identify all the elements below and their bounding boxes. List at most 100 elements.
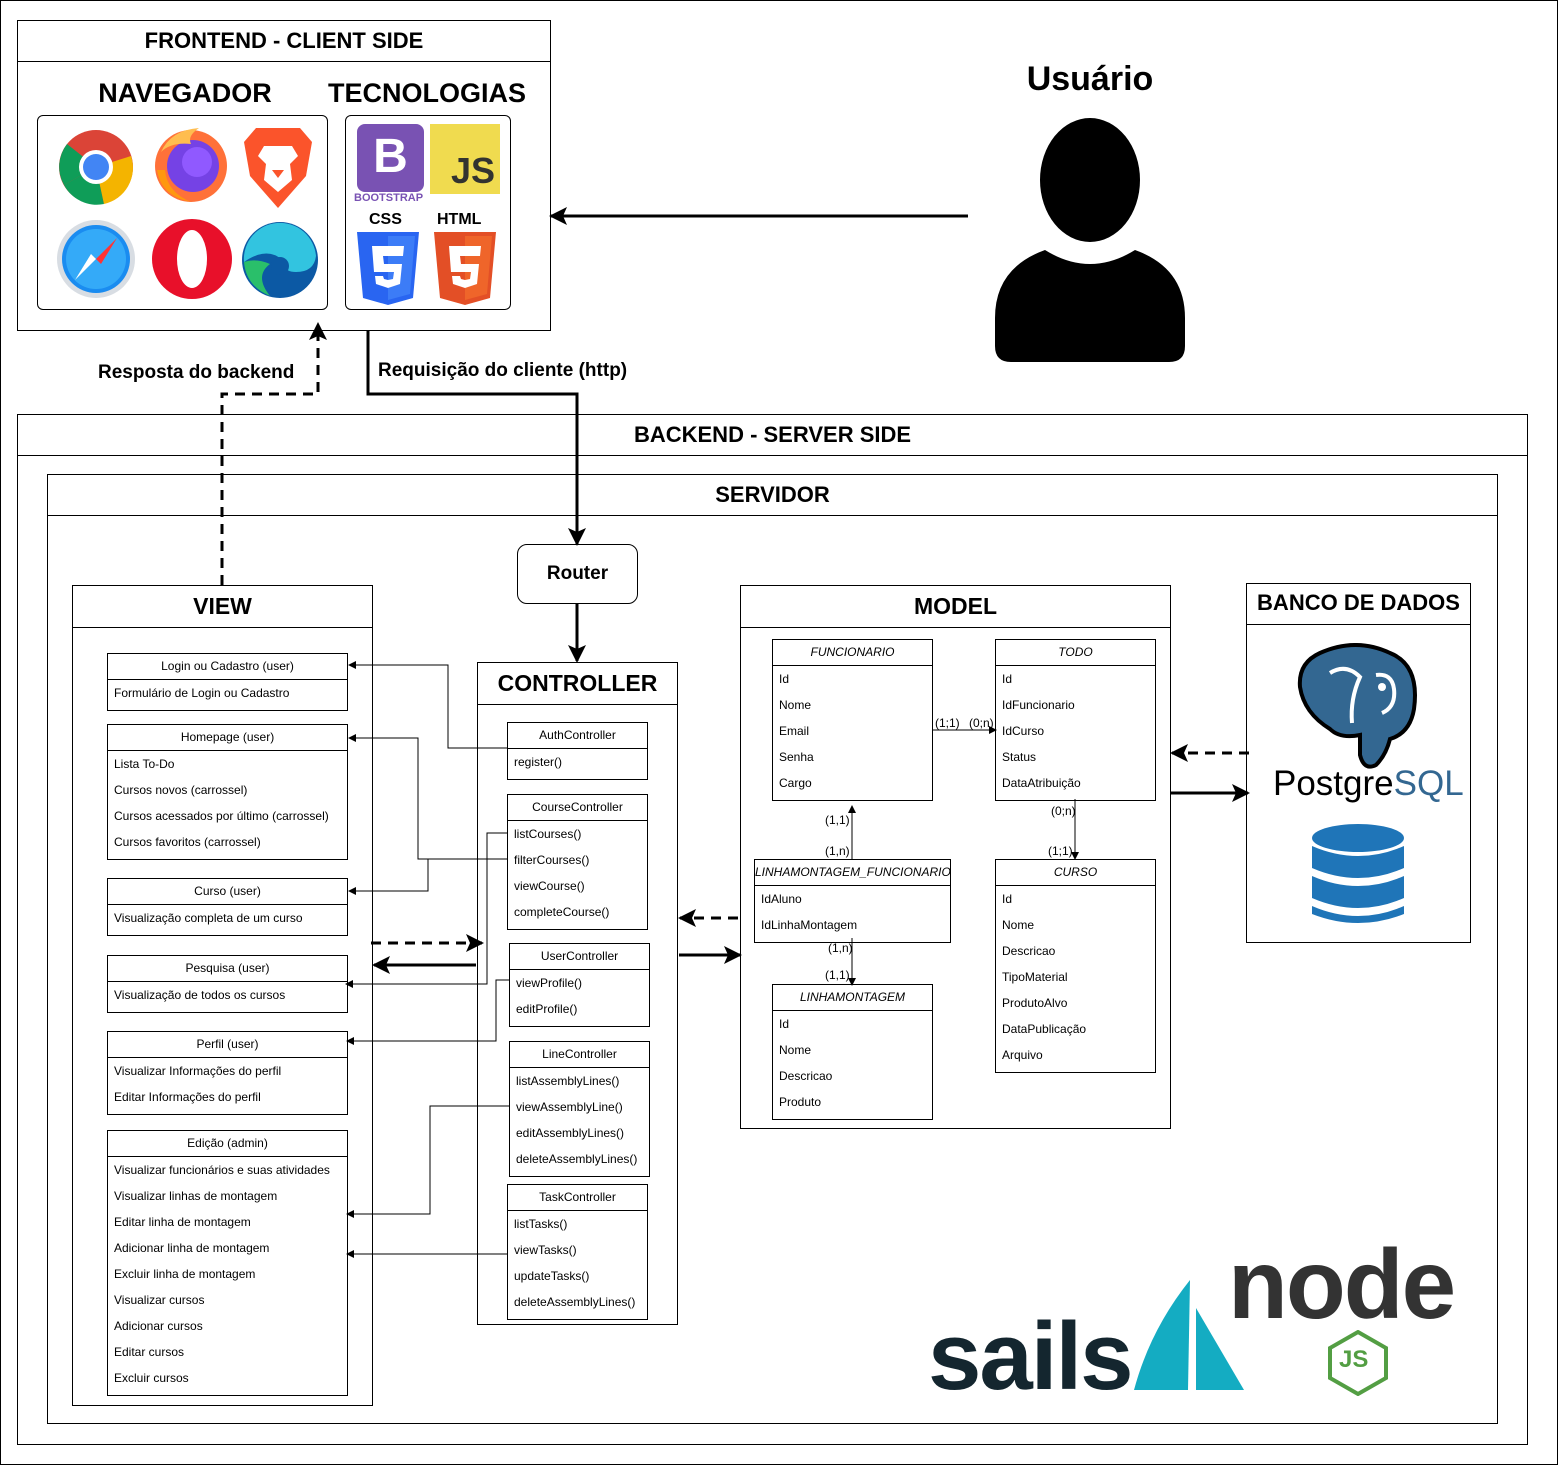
view-box-box-row: Excluir cursos (114, 1371, 189, 1385)
firefox-icon (155, 128, 227, 202)
database-title: BANCO DE DADOS (1247, 584, 1470, 625)
controller-box-box-row: completeCourse() (514, 905, 610, 919)
view-box-box-row: Editar cursos (114, 1345, 185, 1359)
opera-icon (152, 219, 232, 299)
cardinality-label: (1,1) (825, 968, 850, 982)
chrome-icon (59, 130, 133, 205)
entity-box-row: Senha (779, 750, 814, 764)
view-box-box-title: Curso (user) (108, 879, 347, 905)
router-node: Router (517, 544, 638, 604)
view-box-perfil-user: Perfil (user) Visualizar Informações do p… (107, 1031, 348, 1115)
postgresql-label-part2: SQL (1393, 764, 1464, 803)
entity-box-row: Cargo (779, 776, 812, 790)
entity-box-row: ProdutoAlvo (1002, 996, 1068, 1010)
response-label: Resposta do backend (98, 362, 295, 383)
entity-box-row: Id (1002, 672, 1013, 686)
entity-box-row: DataPublicação (1002, 1022, 1087, 1036)
list-courses-to-pesquisa-connector (345, 832, 508, 988)
entity-box-row: IdLinhaMontagem (761, 918, 858, 932)
entity-box-row: Id (779, 672, 790, 686)
controller-box-box-row: viewCourse() (514, 879, 585, 893)
view-box-box-title: Homepage (user) (108, 725, 347, 751)
entity-box-title: LINHAMONTAGEM (773, 985, 932, 1011)
entity-box-row: Email (779, 724, 810, 738)
cardinality-label: (1,n) (828, 941, 853, 955)
servidor-title: SERVIDOR (48, 475, 1497, 516)
entity-box-row: Arquivo (1002, 1048, 1043, 1062)
filter-to-homepage-connector (348, 734, 508, 860)
controller-box-box-row: editAssemblyLines() (516, 1126, 625, 1140)
cardinality-label: (1;1) (935, 716, 960, 730)
browsers-panel (37, 115, 328, 310)
cardinality-label: (1,1) (825, 813, 850, 827)
sails-label: sails (928, 1303, 1134, 1410)
controller-title: CONTROLLER (478, 663, 677, 705)
view-box-login-ou-cadastro-user: Login ou Cadastro (user) Formulário de Lo… (107, 653, 348, 711)
entity-box-row: Produto (779, 1095, 822, 1109)
view-box-box-row: Visualizar cursos (114, 1293, 205, 1307)
controller-box-box-row: listTasks() (514, 1217, 568, 1231)
html5-icon (434, 232, 496, 305)
postgresql-elephant-icon (1297, 643, 1417, 769)
view-box-box-title: Pesquisa (user) (108, 956, 347, 982)
view-course-to-curso-connector (348, 858, 508, 895)
postgresql-label-part1: Postgre (1273, 764, 1394, 803)
view-title: VIEW (73, 586, 372, 628)
navegador-title: NAVEGADOR (98, 78, 272, 108)
technologies-panel (345, 115, 511, 310)
database-icon (1312, 824, 1404, 923)
cardinality-label: (0;n) (969, 716, 994, 730)
entity-box-row: TipoMaterial (1002, 970, 1068, 984)
backend-box: BACKEND - SERVER SIDE (17, 414, 1528, 1445)
controller-box-box-row: viewTasks() (514, 1243, 577, 1257)
cardinality-label: (1,n) (825, 844, 850, 858)
view-box-box-row: Cursos favoritos (carrossel) (114, 835, 261, 849)
javascript-icon: JS (430, 124, 500, 194)
entity-box-row: IdFuncionario (1002, 698, 1075, 712)
view-box-box-row: Editar linha de montagem (114, 1215, 251, 1229)
controller-box-box-title: CourseController (508, 795, 647, 821)
view-box-box-row: Visualizar funcionários e suas atividade… (114, 1163, 330, 1177)
entity-box-row: Descricao (1002, 944, 1056, 958)
database-box: BANCO DE DADOS (1246, 583, 1471, 943)
html-label: HTML (437, 211, 482, 228)
sails-icon (1134, 1280, 1244, 1390)
tecnologias-title: TECNOLOGIAS (327, 78, 526, 108)
bootstrap-label: BOOTSTRAP (354, 192, 424, 204)
view-box-box-title: Perfil (user) (108, 1032, 347, 1058)
controller-box-box-title: LineController (510, 1042, 649, 1068)
controller-box-box-row: editProfile() (516, 1002, 578, 1016)
entity-box-row: Id (1002, 892, 1013, 906)
view-box-box-title: Edição (admin) (108, 1131, 347, 1157)
model-title: MODEL (741, 586, 1170, 628)
view-box-curso-user: Curso (user)Visualização completa de um … (107, 878, 348, 936)
view-box-box-row: Visualizar Informações do perfil (114, 1064, 282, 1078)
controller-box-box-row: deleteAssemblyLines() (516, 1152, 638, 1166)
entity-box-row: DataAtribuição (1002, 776, 1081, 790)
bootstrap-icon: B (357, 124, 424, 192)
entity-box-title: CURSO (996, 860, 1155, 886)
controller-box-box-row: filterCourses() (514, 853, 590, 867)
controller-box-box-title: TaskController (508, 1185, 647, 1211)
controller-box-box-row: listAssemblyLines() (516, 1074, 620, 1088)
backend-title: BACKEND - SERVER SIDE (18, 415, 1527, 456)
view-profile-to-perfil-connector (346, 979, 510, 1045)
cardinality-label: (1;1) (1048, 844, 1073, 858)
view-box-edi-o-admin: Edição (admin) Visualizar funcionários e … (107, 1130, 348, 1396)
edge-icon (242, 222, 318, 298)
view-box-box-row: Formulário de Login ou Cadastro (114, 686, 290, 700)
controller-box-box-row: viewProfile() (516, 976, 583, 990)
view-box-box-title: Login ou Cadastro (user) (108, 654, 347, 680)
node-label: node (1228, 1229, 1456, 1339)
controller-box-box-row: register() (514, 755, 563, 769)
